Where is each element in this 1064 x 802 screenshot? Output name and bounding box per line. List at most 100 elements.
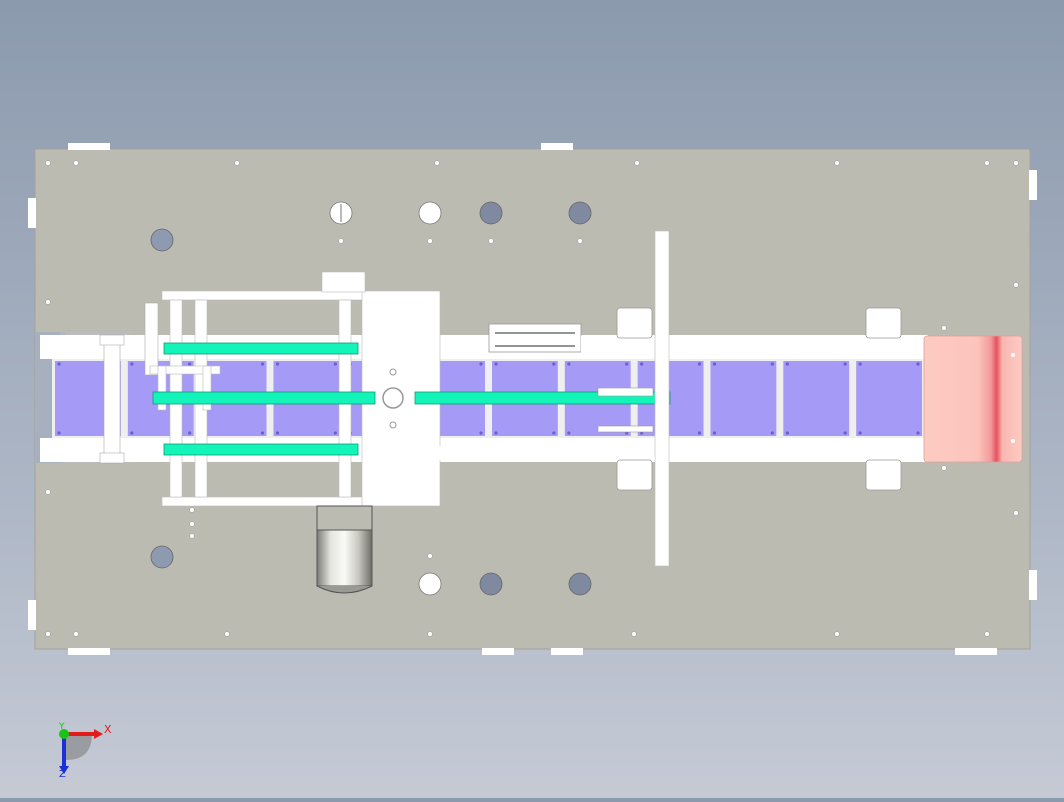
- x-axis-arrow-icon: [94, 729, 103, 739]
- hole: [418, 572, 442, 596]
- tile-pin: [567, 431, 571, 435]
- pneumatic-cylinder[interactable]: [144, 302, 159, 376]
- mount-tab[interactable]: [541, 143, 573, 150]
- conveyor-tile: [783, 361, 850, 436]
- hole: [479, 201, 503, 225]
- tile-pin: [552, 431, 556, 435]
- mount-hole: [45, 299, 51, 305]
- lower-belt[interactable]: [163, 443, 359, 456]
- bolt: [389, 421, 397, 429]
- triad-shadow: [66, 734, 92, 760]
- tile-pin: [479, 431, 483, 435]
- hole: [568, 572, 592, 596]
- tile-pin: [333, 431, 337, 435]
- tile-pin: [916, 362, 920, 366]
- tile-pin: [552, 362, 556, 366]
- hole: [479, 572, 503, 596]
- rail-clamp[interactable]: [616, 459, 653, 491]
- guide-post-cap: [99, 452, 125, 464]
- mount-hole: [941, 465, 947, 471]
- mount-hole: [338, 238, 344, 244]
- tile-pin: [494, 431, 498, 435]
- belts[interactable]: [152, 342, 671, 456]
- mount-hole: [941, 325, 947, 331]
- tile-pin: [130, 431, 134, 435]
- tile-pin: [843, 362, 847, 366]
- mount-hole: [45, 160, 51, 166]
- mount-hole: [1013, 282, 1019, 288]
- mount-hole: [834, 631, 840, 637]
- tile-pin: [333, 362, 337, 366]
- sensor-bracket[interactable]: [597, 387, 654, 397]
- mount-tab[interactable]: [551, 648, 583, 655]
- z-axis-arrow-icon: [59, 766, 69, 774]
- motor-end: [316, 585, 373, 594]
- cross-beam[interactable]: [654, 230, 670, 567]
- mount-hole: [189, 521, 195, 527]
- z-label: Z: [59, 769, 66, 780]
- mount-hole: [1013, 160, 1019, 166]
- mount-hole: [434, 160, 440, 166]
- bolt: [1011, 439, 1015, 443]
- side-rail[interactable]: [432, 446, 923, 460]
- mount-tab[interactable]: [68, 143, 110, 150]
- clamp-bracket[interactable]: [157, 365, 167, 411]
- mount-tab[interactable]: [955, 648, 997, 655]
- mount-tab[interactable]: [28, 198, 36, 228]
- clamp-bracket[interactable]: [149, 365, 221, 375]
- mount-tab[interactable]: [1029, 170, 1037, 200]
- upper-belt[interactable]: [163, 342, 359, 355]
- mount-hole: [189, 533, 195, 539]
- motor-flange: [316, 505, 373, 533]
- clamp-bracket[interactable]: [202, 365, 212, 411]
- gear-icon: [382, 387, 404, 409]
- mount-hole: [488, 238, 494, 244]
- mount-hole: [984, 160, 990, 166]
- motor-body[interactable]: [316, 529, 373, 587]
- mount-hole: [234, 160, 240, 166]
- tile-pin: [188, 362, 192, 366]
- small-holes: [45, 160, 1019, 637]
- guide-post-cap: [99, 334, 125, 346]
- tile-pin: [625, 362, 629, 366]
- tile-pin: [770, 431, 774, 435]
- left-guide-posts[interactable]: [99, 302, 159, 464]
- mount-tab[interactable]: [482, 648, 514, 655]
- mount-tab[interactable]: [68, 648, 110, 655]
- end-guard-body[interactable]: [923, 335, 1023, 463]
- tile-pin: [712, 431, 717, 435]
- tile-pin: [275, 431, 280, 435]
- mount-hole: [45, 631, 51, 637]
- guide-post[interactable]: [103, 334, 121, 464]
- mount-hole: [577, 238, 583, 244]
- rail-bracket[interactable]: [488, 323, 582, 353]
- drive-head[interactable]: [321, 271, 366, 293]
- mount-hole: [427, 553, 433, 559]
- guide-rails[interactable]: [432, 230, 923, 567]
- rail-clamp[interactable]: [616, 307, 653, 339]
- tile-pin: [843, 431, 847, 435]
- mount-hole: [224, 631, 230, 637]
- tile-pin: [494, 362, 498, 366]
- rail-clamp[interactable]: [865, 459, 902, 491]
- conveyor-tile: [856, 361, 922, 436]
- mount-tab[interactable]: [28, 600, 36, 630]
- tile-pin: [770, 362, 774, 366]
- mount-hole: [427, 238, 433, 244]
- tile-pin: [640, 362, 644, 366]
- side-rail[interactable]: [581, 336, 923, 354]
- tile-pin: [858, 362, 862, 366]
- drive-motor[interactable]: [316, 505, 373, 594]
- hole: [418, 201, 442, 225]
- mount-tab[interactable]: [1029, 570, 1037, 600]
- center-belt[interactable]: [152, 391, 376, 405]
- y-axis: [59, 729, 69, 739]
- tile-pin: [57, 362, 61, 366]
- sensor-bracket[interactable]: [597, 425, 654, 433]
- tile-pin: [697, 362, 702, 366]
- tile-pin: [188, 431, 192, 435]
- rail-clamp[interactable]: [865, 307, 902, 339]
- end-guard[interactable]: [923, 335, 1023, 463]
